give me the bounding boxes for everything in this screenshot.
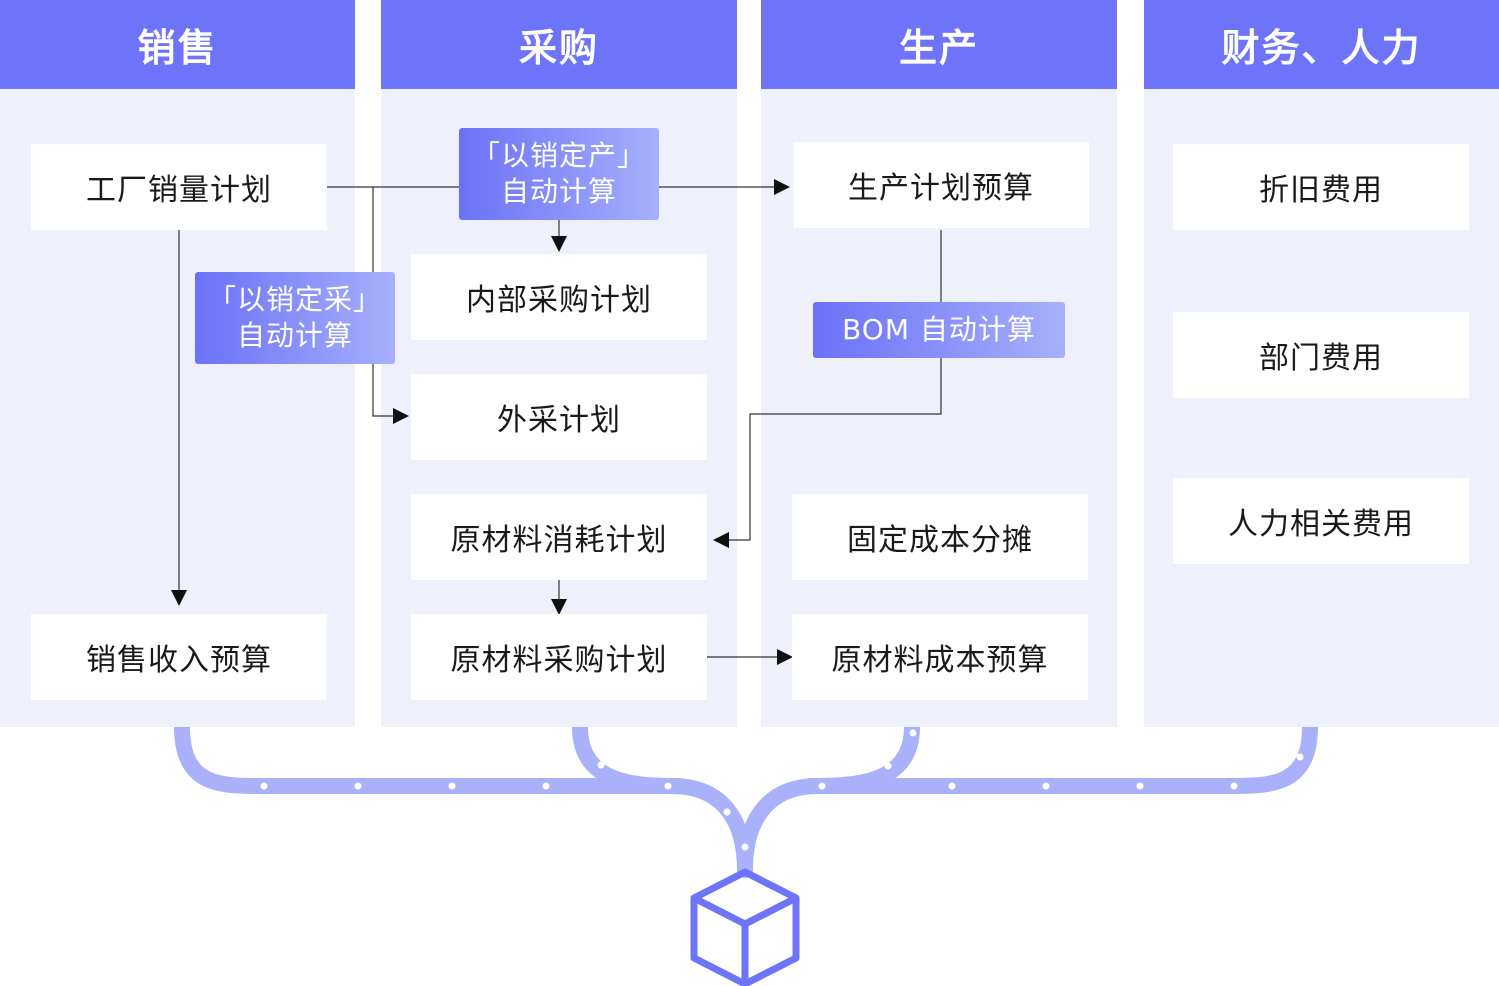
factory-sales-plan-box: 工厂销量计划 <box>31 144 327 230</box>
bom-tag-label: BOM 自动计算 <box>842 313 1036 346</box>
raw-material-purchase-plan-box: 原材料采购计划 <box>411 614 707 700</box>
external-purchase-plan-box: 外采计划 <box>411 374 707 460</box>
production-column <box>761 0 1117 727</box>
raw-material-consumption-plan-box: 原材料消耗计划 <box>411 494 707 580</box>
internal-purchase-plan-box: 内部采购计划 <box>411 254 707 340</box>
sell-to-produce-tag-line1: 「以销定产」 <box>471 139 646 172</box>
department-expense-box: 部门费用 <box>1173 312 1469 398</box>
finance-hr-column-header: 财务、人力 <box>1144 0 1499 89</box>
sell-to-produce-tag: 「以销定产」 自动计算 <box>459 128 659 220</box>
cube-icon <box>690 868 800 986</box>
fixed-cost-allocation-box: 固定成本分摊 <box>792 494 1088 580</box>
sell-to-purchase-tag-line1: 「以销定采」 <box>207 283 382 316</box>
depreciation-expense-box: 折旧费用 <box>1173 144 1469 230</box>
purchase-column-header: 采购 <box>381 0 737 89</box>
raw-material-cost-budget-box: 原材料成本预算 <box>792 614 1088 700</box>
sell-to-produce-tag-line2: 自动计算 <box>500 175 617 208</box>
sales-column-header: 销售 <box>0 0 355 89</box>
bom-calculation-tag: BOM 自动计算 <box>813 302 1065 358</box>
hr-related-expense-box: 人力相关费用 <box>1173 478 1469 564</box>
sell-to-purchase-tag-line2: 自动计算 <box>236 319 353 352</box>
sell-to-purchase-tag: 「以销定采」 自动计算 <box>195 272 395 364</box>
production-column-header: 生产 <box>761 0 1117 89</box>
production-plan-budget-box: 生产计划预算 <box>793 142 1089 228</box>
sales-revenue-budget-box: 销售收入预算 <box>31 614 327 700</box>
